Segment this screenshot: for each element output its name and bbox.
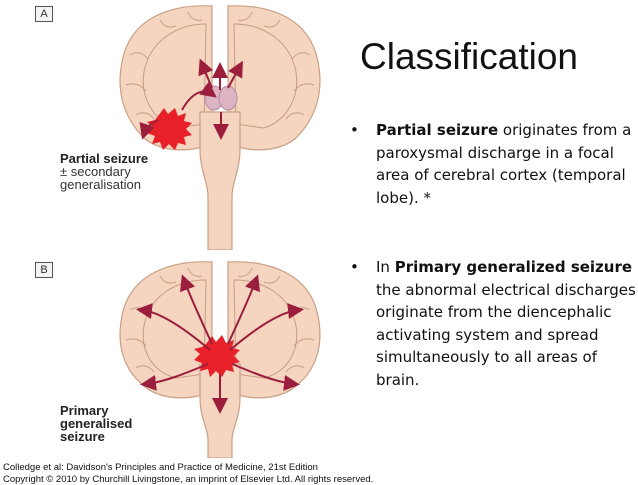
caption-b-line2: generalised bbox=[60, 416, 133, 431]
figure-panel-a-caption: Partial seizure ± secondary generalisati… bbox=[60, 152, 148, 191]
figure-panel-b-caption: Primary generalised seizure bbox=[60, 404, 132, 443]
bullet-1-rest: originates from a paroxysmal discharge i… bbox=[376, 121, 632, 207]
brain-diagram-partial bbox=[119, 5, 321, 250]
caption-b-line3: seizure bbox=[60, 429, 105, 444]
caption-a-line3: generalisation bbox=[60, 177, 141, 192]
bullet-dot-icon: • bbox=[350, 258, 359, 276]
brain-diagram-generalized bbox=[119, 261, 321, 458]
figure-panel-b-label: B bbox=[35, 262, 53, 278]
bullet-2-bold: Primary generalized seizure bbox=[394, 258, 633, 276]
bullet-2-text: In Primary generalized seizure the abnor… bbox=[376, 256, 638, 391]
caption-a-line2: ± secondary bbox=[60, 164, 131, 179]
bullet-dot-icon: • bbox=[350, 121, 359, 139]
caption-a-title: Partial seizure bbox=[60, 151, 149, 166]
figure-copyright: Copyright © 2010 by Churchill Livingston… bbox=[3, 474, 374, 485]
bullet-1-text: Partial seizure originates from a paroxy… bbox=[376, 119, 638, 209]
bullet-1-bold: Partial seizure bbox=[376, 121, 499, 139]
figure-panel-a-label: A bbox=[35, 6, 53, 22]
slide-title: Classification bbox=[360, 36, 578, 77]
figure-credit: Colledge et al: Davidson's Principles an… bbox=[3, 462, 318, 473]
caption-b-line1: Primary bbox=[60, 403, 109, 418]
bullet-2-rest: the abnormal electrical discharges origi… bbox=[376, 280, 636, 389]
bullet-2-pre: In bbox=[376, 258, 395, 276]
